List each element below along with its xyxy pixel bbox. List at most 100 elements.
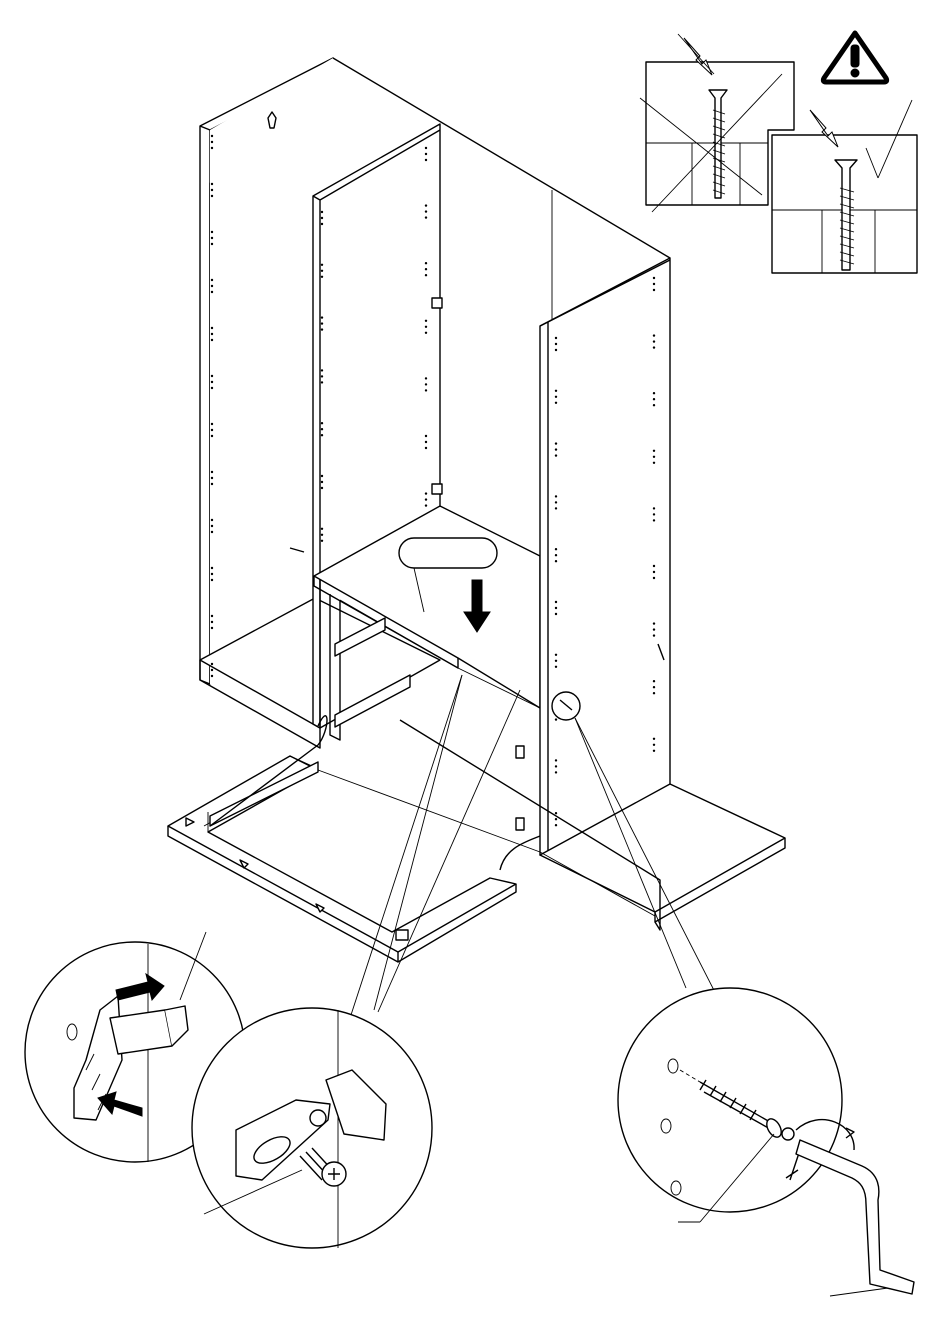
hole-dot	[653, 680, 655, 682]
hole-dot	[211, 243, 213, 245]
hole-dot	[211, 195, 213, 197]
hole-dot	[211, 663, 213, 665]
hole-dot	[321, 217, 323, 219]
hole-dot	[321, 528, 323, 530]
hole-dot	[321, 428, 323, 430]
hole-dot	[321, 369, 323, 371]
hole-dot	[211, 525, 213, 527]
hole-dot	[425, 153, 427, 155]
hole-dot	[653, 346, 655, 348]
hole-dot	[653, 686, 655, 688]
hole-dot	[425, 159, 427, 161]
hole-dot	[425, 204, 427, 206]
hole-dot	[555, 448, 557, 450]
hole-dot	[653, 565, 655, 567]
hole-dot	[425, 435, 427, 437]
hole-dot	[425, 147, 427, 149]
hole-dot	[555, 601, 557, 603]
hole-dot	[425, 389, 427, 391]
hole-dot	[653, 340, 655, 342]
hole-dot	[211, 147, 213, 149]
hole-dot	[425, 268, 427, 270]
hole-dot	[211, 573, 213, 575]
hole-dot	[321, 276, 323, 278]
hole-dot	[555, 349, 557, 351]
hole-dot	[211, 471, 213, 473]
hole-dot	[555, 824, 557, 826]
hole-dot	[425, 441, 427, 443]
hole-dot	[425, 377, 427, 379]
hole-dot	[211, 435, 213, 437]
hole-dot	[321, 223, 323, 225]
screw-with-hex-key-detail	[618, 988, 914, 1296]
hole-dot	[555, 495, 557, 497]
cam-fitting-screw-detail	[192, 1008, 432, 1248]
hole-dot	[653, 450, 655, 452]
hole-dot	[425, 274, 427, 276]
hole-dot	[653, 462, 655, 464]
hole-dot	[555, 759, 557, 761]
hole-dot	[555, 501, 557, 503]
hole-dot	[211, 627, 213, 629]
hole-dot	[425, 383, 427, 385]
hole-dot	[211, 183, 213, 185]
hole-dot	[555, 613, 557, 615]
hole-dot	[425, 492, 427, 494]
hole-dot	[321, 481, 323, 483]
hole-dot	[211, 339, 213, 341]
hole-dot	[211, 567, 213, 569]
hole-dot	[211, 381, 213, 383]
hole-dot	[211, 519, 213, 521]
hole-dot	[555, 654, 557, 656]
hole-dot	[653, 289, 655, 291]
hole-dot	[555, 390, 557, 392]
hole-dot	[211, 387, 213, 389]
hole-dot	[425, 498, 427, 500]
hole-dot	[321, 270, 323, 272]
hole-dot	[425, 210, 427, 212]
hole-dot	[653, 634, 655, 636]
hole-dot	[653, 277, 655, 279]
warning-triangle-icon	[823, 33, 886, 82]
hole-dot	[555, 771, 557, 773]
hole-dot	[555, 507, 557, 509]
right-side-panel	[540, 258, 670, 855]
hole-dot	[555, 818, 557, 820]
hole-dot	[555, 812, 557, 814]
hole-dot	[211, 675, 213, 677]
hole-dot	[653, 404, 655, 406]
hole-dot	[211, 333, 213, 335]
hole-dot	[211, 135, 213, 137]
hole-dot	[653, 628, 655, 630]
hole-dot	[211, 141, 213, 143]
hole-dot	[211, 189, 213, 191]
hole-dot	[211, 477, 213, 479]
hole-dot	[653, 577, 655, 579]
hole-dot	[321, 322, 323, 324]
hole-dot	[211, 285, 213, 287]
hole-dot	[425, 326, 427, 328]
hole-dot	[321, 316, 323, 318]
hole-dot	[211, 579, 213, 581]
hole-dot	[555, 548, 557, 550]
hole-dot	[653, 519, 655, 521]
hole-dot	[211, 237, 213, 239]
hole-dot	[555, 560, 557, 562]
hole-dot	[211, 429, 213, 431]
hole-dot	[555, 396, 557, 398]
warning-panel	[640, 33, 917, 273]
hole-dot	[321, 487, 323, 489]
hole-dot	[653, 398, 655, 400]
hole-dot	[653, 692, 655, 694]
hole-dot	[211, 375, 213, 377]
hole-dot	[321, 540, 323, 542]
hole-dot	[555, 337, 557, 339]
hole-dot	[211, 621, 213, 623]
hole-dot	[211, 423, 213, 425]
hole-dot	[425, 320, 427, 322]
hole-dot	[653, 334, 655, 336]
hole-dot	[211, 327, 213, 329]
hole-dot	[211, 531, 213, 533]
hole-dot	[211, 615, 213, 617]
